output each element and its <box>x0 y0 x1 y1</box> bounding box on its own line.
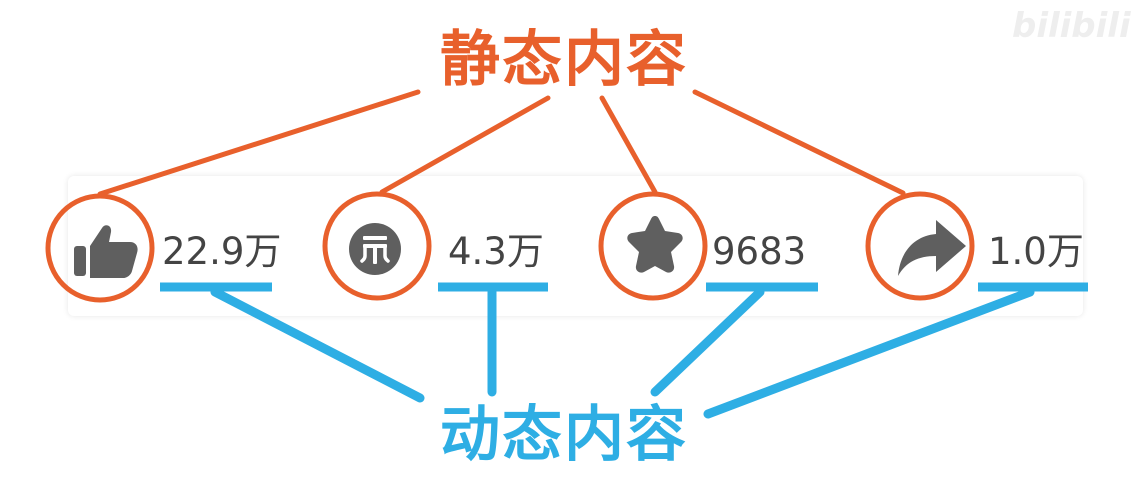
static-connector-line <box>692 89 906 196</box>
static-highlight-circle <box>865 191 975 301</box>
dynamic-connector-line <box>210 287 425 403</box>
coin-count: 4.3万 <box>448 230 544 273</box>
static-highlight-circle <box>322 191 432 301</box>
share-count: 1.0万 <box>988 230 1084 273</box>
static-connector-line <box>97 89 421 197</box>
static-highlight-circle <box>45 193 155 303</box>
share-icon[interactable] <box>896 216 968 278</box>
static-content-title: 静态内容 <box>440 25 688 95</box>
coin-icon[interactable] <box>348 222 402 276</box>
star-icon[interactable] <box>620 212 690 278</box>
dynamic-connector-line <box>703 287 1035 419</box>
dynamic-connector-line <box>650 287 765 397</box>
like-count: 22.9万 <box>162 230 282 273</box>
static-highlight-circle <box>598 191 708 301</box>
static-connector-line <box>379 95 551 195</box>
watermark-logo: bilibili <box>1012 6 1131 46</box>
static-connector-line <box>599 95 658 195</box>
favorite-count: 9683 <box>712 230 807 273</box>
dynamic-content-title: 动态内容 <box>440 400 688 470</box>
thumbs-up-icon[interactable] <box>72 222 140 278</box>
